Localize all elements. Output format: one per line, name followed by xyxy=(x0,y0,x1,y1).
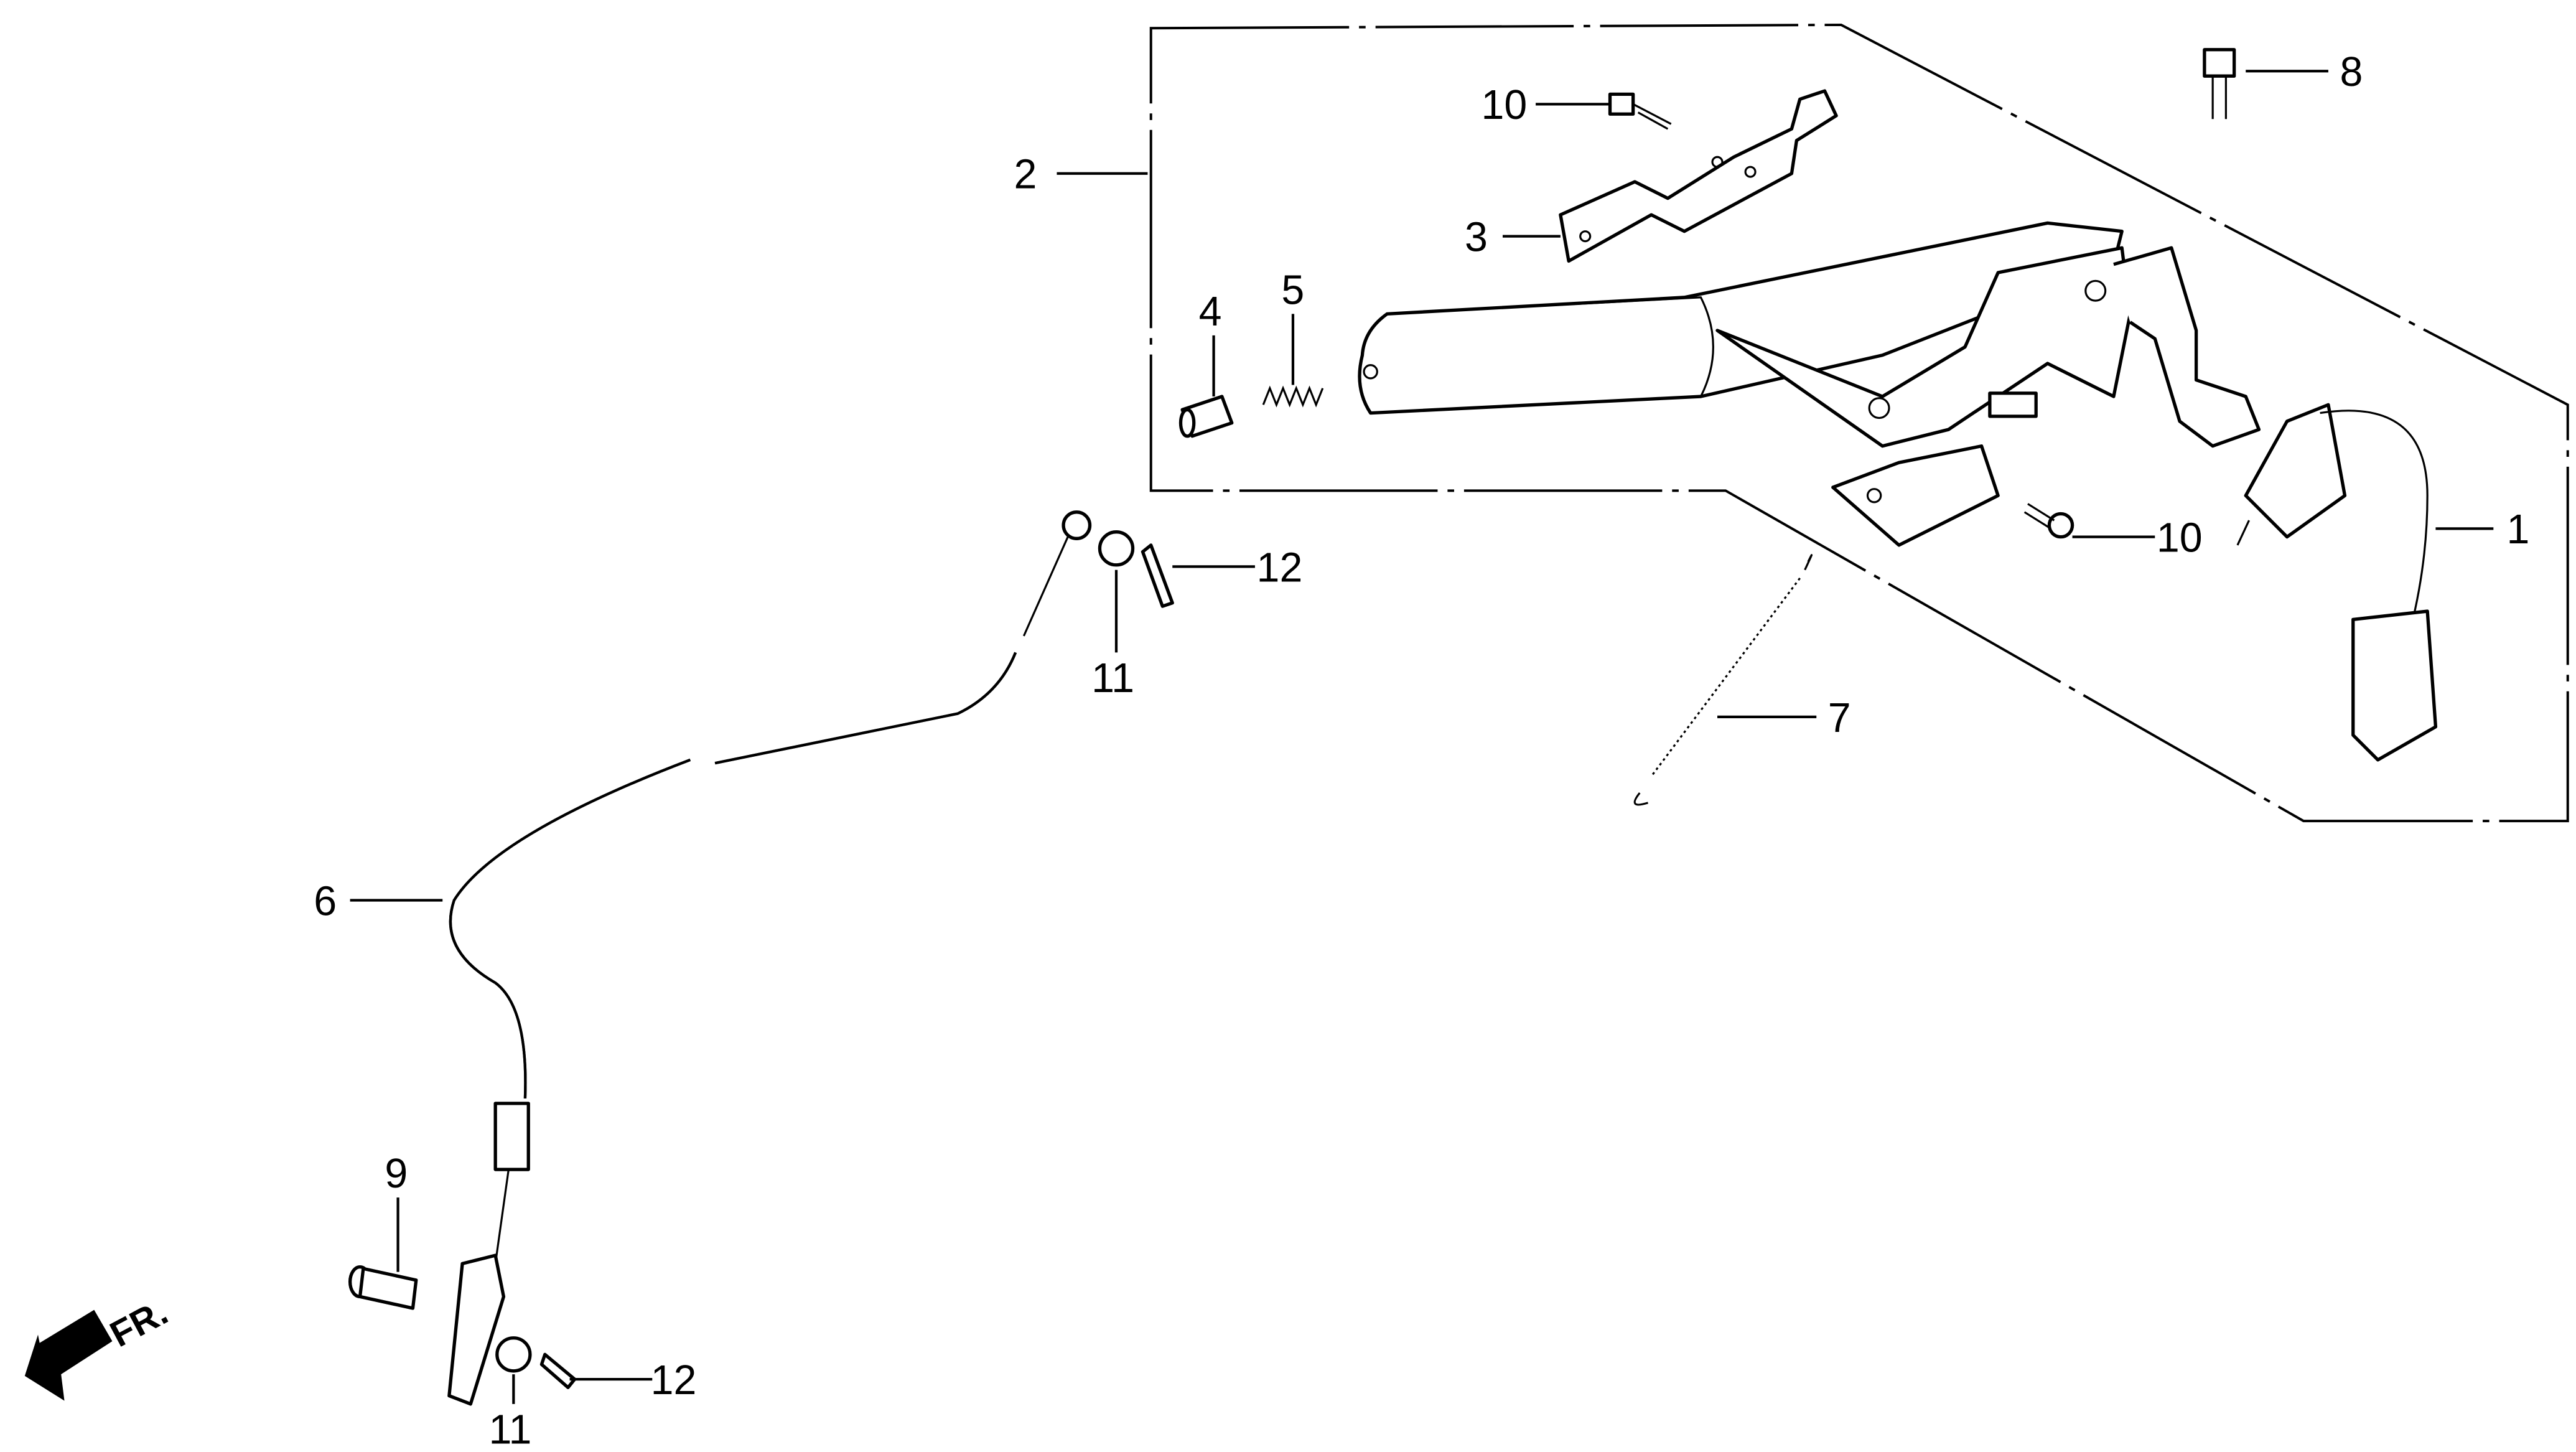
leader-lines xyxy=(350,70,2494,1404)
front-direction-label: FR. xyxy=(104,1292,175,1356)
callout-3: 3 xyxy=(1465,215,1488,261)
callout-12-bottom: 12 xyxy=(651,1357,697,1403)
callout-9: 9 xyxy=(385,1151,408,1197)
washer-part-11-top xyxy=(1098,530,1135,567)
front-arrow-icon xyxy=(24,1309,113,1401)
cotter-pin-part-12-bottom xyxy=(539,1352,577,1390)
bolt-part-10-right xyxy=(2023,503,2074,539)
callout-10-top: 10 xyxy=(1481,82,1527,128)
front-direction-indicator: FR. xyxy=(24,1292,175,1401)
callout-2: 2 xyxy=(1014,152,1037,198)
callout-10-right: 10 xyxy=(2157,515,2203,561)
callout-4: 4 xyxy=(1199,289,1222,335)
callout-5: 5 xyxy=(1281,267,1304,313)
spring-part-5 xyxy=(1262,385,1324,408)
pin-part-9 xyxy=(348,1265,418,1310)
switch-part-1 xyxy=(2236,403,2438,762)
callout-11-bottom: 11 xyxy=(489,1407,532,1452)
bolt-part-8 xyxy=(2203,48,2236,119)
assembly-boundary xyxy=(1149,23,2569,823)
spring-part-7 xyxy=(1633,554,1813,806)
brake-lever-part-2 xyxy=(1358,221,2261,547)
cotter-pin-part-12-top xyxy=(1141,543,1174,608)
bolt-part-10-top xyxy=(1608,92,1672,130)
bracket-part-3 xyxy=(1559,89,1838,263)
callout-1: 1 xyxy=(2507,507,2530,553)
washer-part-11-bottom xyxy=(495,1336,532,1373)
button-part-4 xyxy=(1178,395,1234,438)
callout-12-top: 12 xyxy=(1257,545,1303,591)
cable-part-6 xyxy=(447,510,1092,1406)
callout-11-top: 11 xyxy=(1091,655,1134,701)
callout-7: 7 xyxy=(1828,695,1851,741)
callout-6: 6 xyxy=(314,878,337,924)
callout-8: 8 xyxy=(2340,49,2363,95)
